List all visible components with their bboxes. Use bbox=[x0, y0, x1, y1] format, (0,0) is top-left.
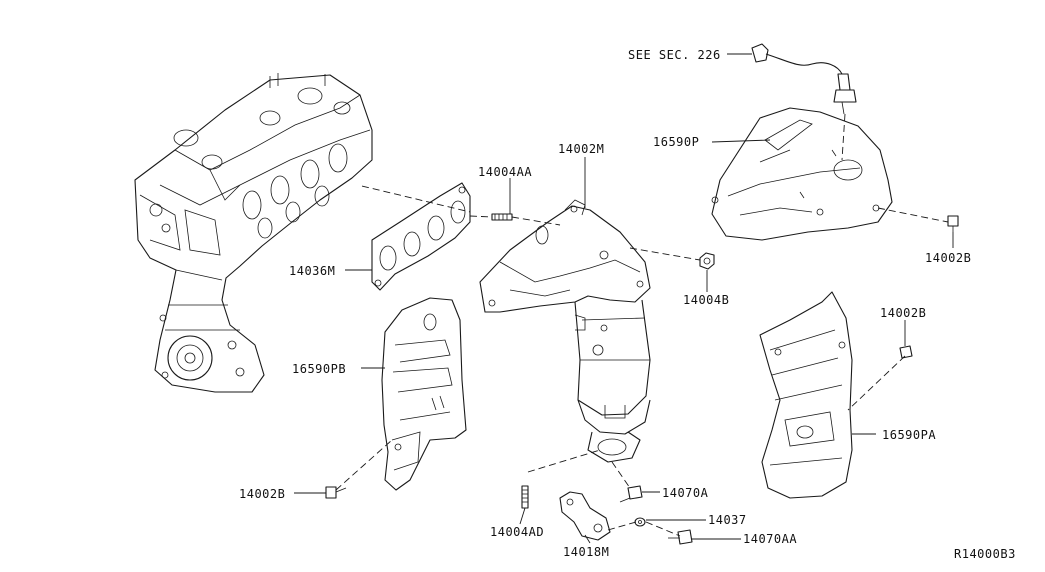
manifold-gasket bbox=[371, 182, 471, 291]
label-14037: 14037 bbox=[708, 513, 747, 527]
label-14070A: 14070A bbox=[662, 486, 709, 500]
label-16590PB: 16590PB bbox=[292, 362, 346, 376]
insulator-bolt-right-top bbox=[947, 215, 959, 232]
label-16590PA: 16590PA bbox=[882, 428, 936, 442]
oxygen-sensor bbox=[751, 43, 857, 115]
engine-block-illustration bbox=[134, 73, 373, 393]
label-16590P: 16590P bbox=[653, 135, 699, 149]
see-section-note: SEE SEC. 226 bbox=[628, 48, 721, 62]
label-14002B-left: 14002B bbox=[239, 487, 285, 501]
label-14004AA: 14004AA bbox=[478, 165, 532, 179]
washer bbox=[634, 517, 646, 527]
label-14004AD: 14004AD bbox=[490, 525, 544, 539]
catalog-id: R14000B3 bbox=[954, 547, 1016, 561]
assembly-lines bbox=[335, 113, 949, 537]
left-heat-insulator bbox=[381, 297, 467, 491]
label-14002B-right-top: 14002B bbox=[925, 251, 971, 265]
label-14070AA: 14070AA bbox=[743, 532, 797, 546]
label-14018M: 14018M bbox=[563, 545, 609, 559]
leader-lines bbox=[294, 53, 954, 544]
support-bracket bbox=[559, 491, 611, 541]
upper-heat-insulator bbox=[711, 107, 893, 241]
manifold-stud-lower bbox=[521, 485, 529, 509]
callout-labels: SEE SEC. 226 16590P 14002M 14004AA 14036… bbox=[239, 48, 1016, 561]
label-14036M: 14036M bbox=[289, 264, 335, 278]
insulator-bolt-left bbox=[325, 486, 347, 499]
right-heat-insulator bbox=[759, 291, 853, 499]
manifold-nut bbox=[699, 252, 715, 270]
manifold-stud-upper bbox=[491, 213, 513, 221]
label-14002M: 14002M bbox=[558, 142, 604, 156]
insulator-bolt-right-mid bbox=[899, 345, 913, 359]
bracket-bolt-a bbox=[619, 485, 643, 503]
label-14004B: 14004B bbox=[683, 293, 729, 307]
bracket-bolt-aa bbox=[668, 529, 693, 545]
exhaust-manifold bbox=[479, 199, 651, 463]
label-14002B-right-mid: 14002B bbox=[880, 306, 926, 320]
